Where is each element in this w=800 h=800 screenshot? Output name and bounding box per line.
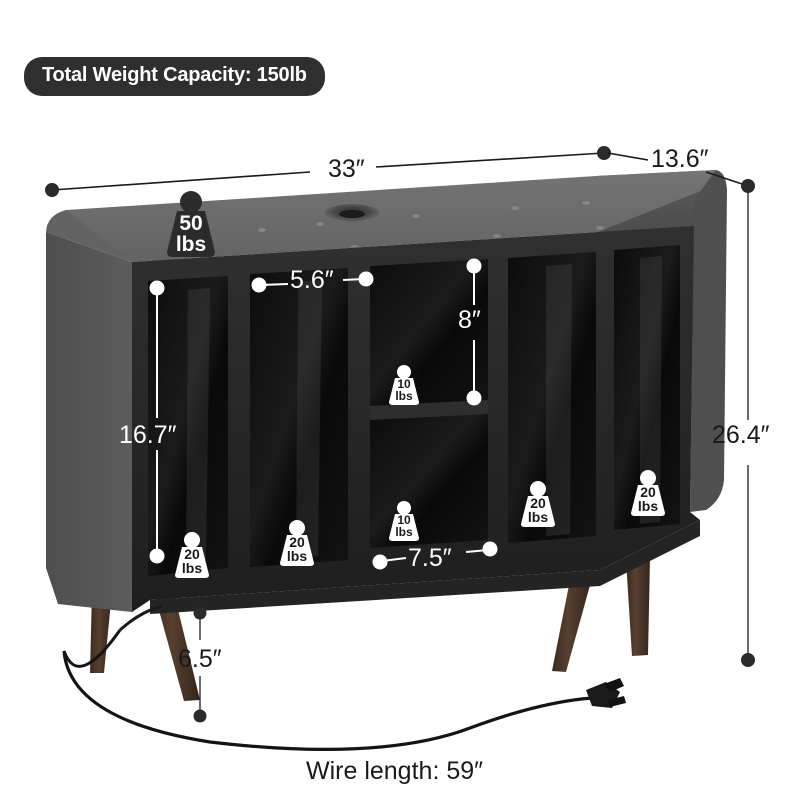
weight-badge-top-shape: [167, 191, 215, 257]
weight-badge-cubby-1: 20 lbs: [175, 547, 209, 576]
cabinet-legs: [90, 558, 650, 701]
dim-endpoint: [149, 280, 165, 296]
dim-endpoint: [597, 146, 611, 160]
dimension-label-cubby-width: 5.6″: [290, 266, 334, 294]
dimension-label-mid-shelf: 8″: [458, 306, 481, 334]
dim-endpoint: [466, 258, 482, 274]
weight-badge-cubby-2-value: 20: [289, 534, 305, 550]
compartment-2: [250, 268, 348, 567]
weight-badge-cubby-4: 20 lbs: [521, 496, 555, 525]
compartment-4: [508, 252, 596, 543]
right-side-panel: [690, 170, 727, 512]
dimension-label-depth: 13.6″: [651, 145, 709, 173]
weight-badge-cubby-1-unit: lbs: [181, 560, 203, 577]
weight-badge-mid-upper-unit: lbs: [395, 389, 413, 404]
weight-badge-cubby-5-shape: [631, 470, 665, 516]
weight-badge-cubby-1-shape: [175, 532, 209, 578]
dimension-label-cubby-height: 16.7″: [119, 421, 177, 449]
weight-badge-cubby-5-value: 20: [640, 484, 656, 500]
weight-badge-cubby-2: 20 lbs: [280, 535, 314, 564]
cabinet-top: [66, 170, 718, 262]
dim-endpoint: [741, 179, 755, 193]
weight-badge-mid-lower: 10 lbs: [389, 513, 419, 540]
weight-badge-top-unit: lbs: [175, 233, 207, 257]
dim-endpoint: [372, 554, 388, 570]
weight-badge-cubby-4-unit: lbs: [527, 509, 549, 526]
compartment-3-lower: [370, 414, 488, 548]
weight-badge-mid-lower-unit: lbs: [395, 525, 413, 540]
compartment-1: [148, 276, 228, 576]
dim-endpoint: [45, 183, 59, 197]
dimension-label-mid-width: 7.5″: [408, 544, 452, 572]
left-side-panel: [46, 232, 132, 612]
total-weight-capacity-badge: Total Weight Capacity: 150lb: [24, 57, 325, 96]
weight-badge-cubby-4-shape: [521, 481, 555, 527]
dim-endpoint: [741, 653, 755, 667]
weight-badge-top-value: 50: [179, 212, 203, 235]
weight-badge-cubby-5: 20 lbs: [631, 485, 665, 514]
power-cord: [62, 650, 593, 751]
dim-endpoint: [466, 390, 482, 406]
weight-badge-mid-lower-shape: [389, 501, 419, 541]
weight-badge-mid-lower-value: 10: [397, 513, 411, 527]
dim-endpoint: [358, 271, 374, 287]
weight-badge-cubby-2-unit: lbs: [286, 548, 308, 565]
cabinet-compartments: [148, 245, 680, 576]
wire-length-caption: Wire length: 59″: [306, 757, 483, 785]
power-plug-icon: [586, 678, 626, 708]
weight-badge-cubby-1-value: 20: [184, 546, 200, 562]
weight-badge-cubby-2-shape: [280, 520, 314, 566]
weight-badge-cubby-5-unit: lbs: [637, 498, 659, 515]
weight-badge-mid-upper-shape: [389, 365, 419, 405]
weight-badge-mid-upper: 10 lbs: [389, 377, 419, 404]
dimension-label-height: 26.4″: [712, 421, 770, 449]
dimension-lines: [45, 146, 755, 723]
weight-badge-cubby-4-value: 20: [530, 495, 546, 511]
dim-endpoint: [193, 709, 207, 723]
dimension-label-leg-height: 6.5″: [178, 645, 222, 673]
weight-badge-top: 50 lbs: [167, 213, 215, 256]
base-rail: [150, 520, 700, 614]
weight-badge-mid-upper-value: 10: [397, 377, 411, 391]
dim-endpoint: [482, 541, 498, 557]
dim-endpoint: [251, 277, 267, 293]
compartment-5: [614, 245, 680, 530]
dim-endpoint: [149, 548, 165, 564]
dimension-label-width: 33″: [328, 155, 365, 183]
dim-endpoint: [193, 606, 207, 620]
